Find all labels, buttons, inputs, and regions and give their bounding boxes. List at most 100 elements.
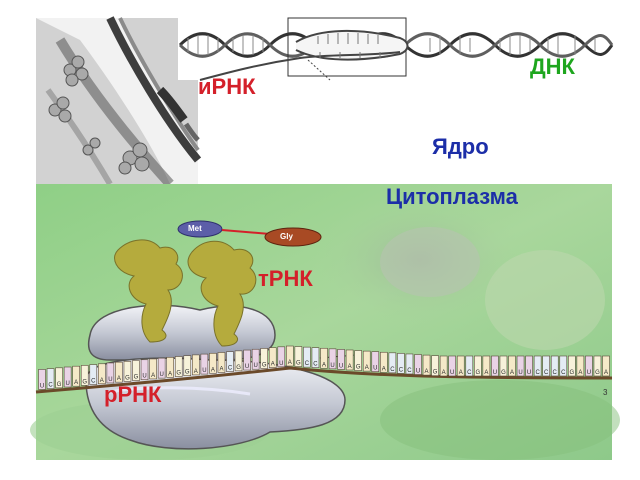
codon-base: C xyxy=(226,351,234,372)
codon-base: G xyxy=(55,367,63,389)
codon-base: U xyxy=(328,348,337,370)
svg-text:G: G xyxy=(57,382,62,388)
codon-base: U xyxy=(140,359,149,381)
svg-text:U: U xyxy=(65,381,69,387)
svg-text:U: U xyxy=(253,363,257,369)
codon-base: U xyxy=(371,351,380,372)
trna-right xyxy=(187,240,257,347)
codon-base: G xyxy=(123,361,132,382)
codon-base: C xyxy=(311,347,320,368)
codon-base: A xyxy=(286,345,294,367)
codon-base: C xyxy=(388,352,397,374)
codon-base: C xyxy=(89,364,98,385)
dna-double-helix xyxy=(178,17,614,81)
codon-base: G xyxy=(80,365,89,386)
svg-text:G: G xyxy=(134,375,139,381)
codon-base: C xyxy=(397,353,405,374)
label-three-prime: 3 xyxy=(603,388,608,397)
svg-text:G: G xyxy=(356,365,361,371)
codon-base: A xyxy=(217,352,226,373)
svg-text:U: U xyxy=(518,370,522,376)
svg-text:G: G xyxy=(595,370,600,376)
codon-base: C xyxy=(303,346,311,368)
codon-base: U xyxy=(251,348,260,370)
codon-base: G xyxy=(593,355,602,377)
codon-base: A xyxy=(362,350,371,372)
codon-base: U xyxy=(157,357,166,379)
codon-base: C xyxy=(550,355,559,377)
label-rrna: рРНК xyxy=(104,382,162,407)
codon-base: U xyxy=(491,355,499,377)
amino-acid-met xyxy=(177,220,223,238)
svg-text:U: U xyxy=(40,383,44,389)
svg-text:A: A xyxy=(425,369,429,375)
svg-text:G: G xyxy=(501,370,506,376)
codon-base: A xyxy=(149,358,157,380)
codon-base: G xyxy=(354,350,362,371)
svg-text:A: A xyxy=(510,370,514,376)
label-irna: иРНК xyxy=(198,74,256,99)
codon-base: A xyxy=(576,355,585,377)
svg-text:G: G xyxy=(569,370,574,376)
codon-base: G xyxy=(234,350,243,372)
svg-text:G: G xyxy=(82,379,87,385)
peptide-bond xyxy=(221,229,271,235)
svg-text:A: A xyxy=(271,362,275,368)
svg-text:A: A xyxy=(219,366,223,372)
codon-base: U xyxy=(277,346,286,368)
svg-text:A: A xyxy=(100,378,104,384)
svg-text:U: U xyxy=(202,368,206,374)
svg-text:U: U xyxy=(330,363,334,369)
codon-base: C xyxy=(559,355,568,377)
svg-text:G: G xyxy=(262,362,267,368)
svg-text:A: A xyxy=(288,360,292,366)
label-trna: тРНК xyxy=(258,266,313,291)
svg-text:C: C xyxy=(48,383,53,389)
codon-base: U xyxy=(337,349,345,370)
codon-base: U xyxy=(585,355,593,377)
svg-text:A: A xyxy=(365,365,369,371)
svg-text:C: C xyxy=(228,366,233,372)
codon-base: A xyxy=(320,347,328,369)
codon-base: A xyxy=(456,355,465,377)
label-nucleus: Ядро xyxy=(432,134,489,159)
svg-text:C: C xyxy=(561,370,566,376)
svg-text:G: G xyxy=(125,375,130,381)
codon-base: A xyxy=(192,354,200,376)
label-met: Met xyxy=(188,224,202,233)
codon-base: U xyxy=(106,362,115,384)
codon-base: A xyxy=(72,365,80,387)
svg-text:A: A xyxy=(74,380,78,386)
svg-text:A: A xyxy=(117,376,121,382)
codon-base: A xyxy=(98,363,106,385)
svg-text:U: U xyxy=(373,366,377,372)
codon-base: A xyxy=(115,361,123,383)
svg-text:A: A xyxy=(322,362,326,368)
svg-text:U: U xyxy=(527,370,531,376)
svg-text:A: A xyxy=(484,370,488,376)
svg-text:U: U xyxy=(339,363,343,369)
codon-base: A xyxy=(422,354,431,376)
svg-text:U: U xyxy=(493,370,497,376)
codon-base: G xyxy=(132,360,140,381)
codon-base: G xyxy=(294,346,303,367)
codon-base: U xyxy=(38,369,46,390)
svg-text:A: A xyxy=(442,370,446,376)
svg-text:C: C xyxy=(467,370,472,376)
codon-base: A xyxy=(439,355,448,377)
codon-base: A xyxy=(482,355,491,377)
mrna-strand xyxy=(35,354,613,394)
svg-text:G: G xyxy=(475,370,480,376)
codon-base: U xyxy=(63,366,72,388)
svg-text:A: A xyxy=(578,370,582,376)
codon-base: A xyxy=(345,349,354,371)
svg-text:U: U xyxy=(279,361,283,367)
codon-base: C xyxy=(533,355,542,377)
codon-base: U xyxy=(516,355,525,377)
codon-base: A xyxy=(268,347,277,368)
svg-text:A: A xyxy=(211,367,215,373)
svg-text:C: C xyxy=(535,370,540,376)
label-cytoplasm: Цитоплазма xyxy=(386,184,518,209)
codon-base: U xyxy=(414,354,422,375)
